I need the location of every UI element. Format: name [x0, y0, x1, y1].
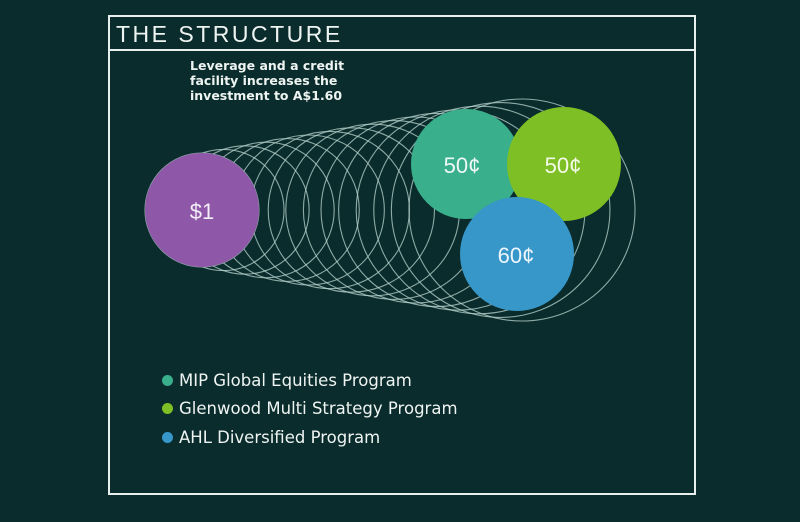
- legend-item-glenwood: Glenwood Multi Strategy Program: [162, 395, 458, 424]
- structure-frame: THE STRUCTURE: [108, 15, 696, 495]
- legend-item-mip: MIP Global Equities Program: [162, 366, 458, 395]
- ring: [250, 130, 410, 290]
- page-title: THE STRUCTURE: [116, 21, 343, 47]
- mip-dot-icon: [162, 374, 173, 386]
- ring: [390, 102, 611, 318]
- legend-item-ahl: AHL Diversified Program: [162, 423, 458, 452]
- start-circle: [145, 153, 259, 267]
- ahl-circle: [460, 197, 574, 311]
- title-bar: THE STRUCTURE: [110, 17, 694, 51]
- leverage-note: Leverage and a credit facility increases…: [190, 58, 345, 103]
- legend-label: MIP Global Equities Program: [179, 370, 412, 390]
- legend-label: AHL Diversified Program: [179, 427, 381, 447]
- ring: [408, 98, 636, 322]
- glenwood-dot-icon: [162, 403, 173, 415]
- ring: [267, 127, 436, 293]
- legend: MIP Global Equities Program Glenwood Mul…: [162, 366, 458, 452]
- mip-circle: [411, 109, 521, 219]
- glenwood-label: 50¢: [545, 153, 582, 178]
- ahl-dot-icon: [162, 431, 173, 443]
- legend-label: Glenwood Multi Strategy Program: [179, 399, 458, 419]
- glenwood-circle: [507, 107, 621, 221]
- start-label: $1: [190, 199, 214, 224]
- mip-label: 50¢: [444, 153, 481, 178]
- ahl-label: 60¢: [498, 243, 535, 268]
